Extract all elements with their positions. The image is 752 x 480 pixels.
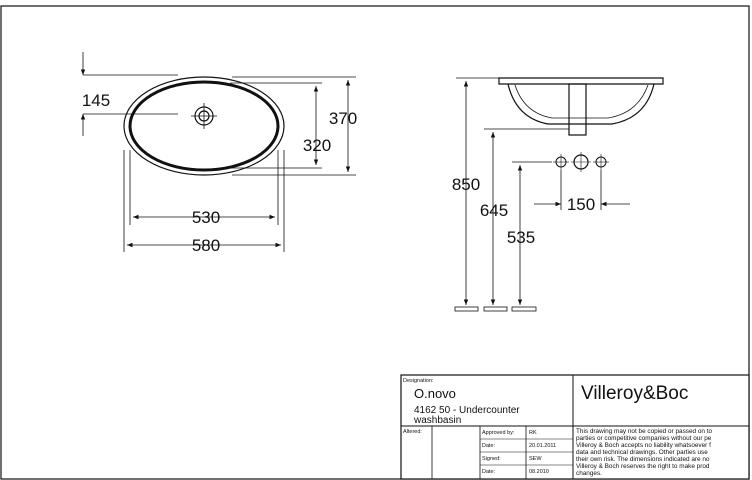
signed-label: Signed: — [482, 456, 501, 462]
disclaimer-line: their own risk. The dimensions indicated… — [576, 456, 710, 463]
disclaimer-line: Villeroy & Boch reserves the right to ma… — [576, 463, 710, 470]
dim-label-535: 535 — [507, 228, 535, 247]
dim-label-320: 320 — [303, 136, 331, 155]
dim-tap-height: 535 — [507, 161, 552, 305]
disclaimer-line: data and technical drawings. Other parti… — [576, 449, 708, 456]
drawing-border — [0, 5, 750, 480]
signed-date-label: Date: — [482, 469, 496, 475]
dim-waste-height: 645 — [480, 128, 569, 305]
basin-section-rim — [498, 77, 664, 85]
designation-label: Designation: — [403, 378, 434, 384]
basin-inner-bowl — [128, 80, 280, 172]
dim-rim-height: 850 — [452, 77, 499, 305]
floor-marker — [511, 306, 537, 312]
basin-section-inner — [514, 84, 649, 119]
dim-label-150: 150 — [567, 195, 595, 214]
dim-label-145: 145 — [82, 91, 110, 110]
signed-value: SEW — [529, 456, 542, 462]
product-name: O.novo — [414, 386, 456, 401]
side-view: 850 645 535 — [452, 77, 664, 312]
brand-name: Villeroy&Boc — [581, 383, 688, 404]
signed-date-value: 08.2010 — [529, 469, 549, 475]
approved-date-label: Date: — [482, 443, 496, 449]
product-description-line2: washbasin — [413, 415, 461, 426]
title-block: Designation: O.novo 4162 50 - Undercount… — [400, 374, 750, 480]
disclaimer-line: This drawing may not be copied or passed… — [576, 428, 713, 435]
disclaimer-line: Villeroy & Boch accepts no liability wha… — [576, 442, 711, 449]
dim-label-580: 580 — [192, 236, 220, 255]
dim-bowl-width: 530 — [129, 150, 279, 227]
floor-marker — [454, 306, 479, 312]
dim-label-850: 850 — [452, 175, 480, 194]
dim-label-370: 370 — [329, 109, 357, 128]
dim-tap-spacing: 150 — [534, 170, 630, 214]
dim-bowl-depth: 320 — [230, 82, 331, 169]
floor-marker — [483, 306, 508, 312]
dim-label-530: 530 — [192, 208, 220, 227]
drain-hole-icon — [191, 103, 217, 129]
dim-overflow-offset: 145 — [80, 52, 178, 136]
approved-by-value: RK — [529, 430, 537, 436]
dim-total-depth: 370 — [232, 76, 357, 176]
tap-holes-icon — [553, 152, 609, 172]
dim-label-645: 645 — [480, 201, 508, 220]
waste-pipe — [568, 83, 587, 136]
product-description-line1: 4162 50 - Undercounter — [414, 405, 520, 416]
altered-label: Altered: — [403, 429, 422, 435]
disclaimer-line: changes. — [576, 470, 602, 477]
approved-date-value: 20.01.2011 — [529, 443, 556, 449]
basin-section-bowl — [507, 83, 655, 125]
dim-total-width: 580 — [123, 150, 285, 255]
approved-by-label: Approved by: — [482, 430, 515, 436]
basin-outer-rim — [123, 76, 285, 176]
disclaimer-line: parties or competitive companies without… — [576, 435, 712, 442]
top-view: 145 370 320 530 580 — [80, 52, 357, 255]
